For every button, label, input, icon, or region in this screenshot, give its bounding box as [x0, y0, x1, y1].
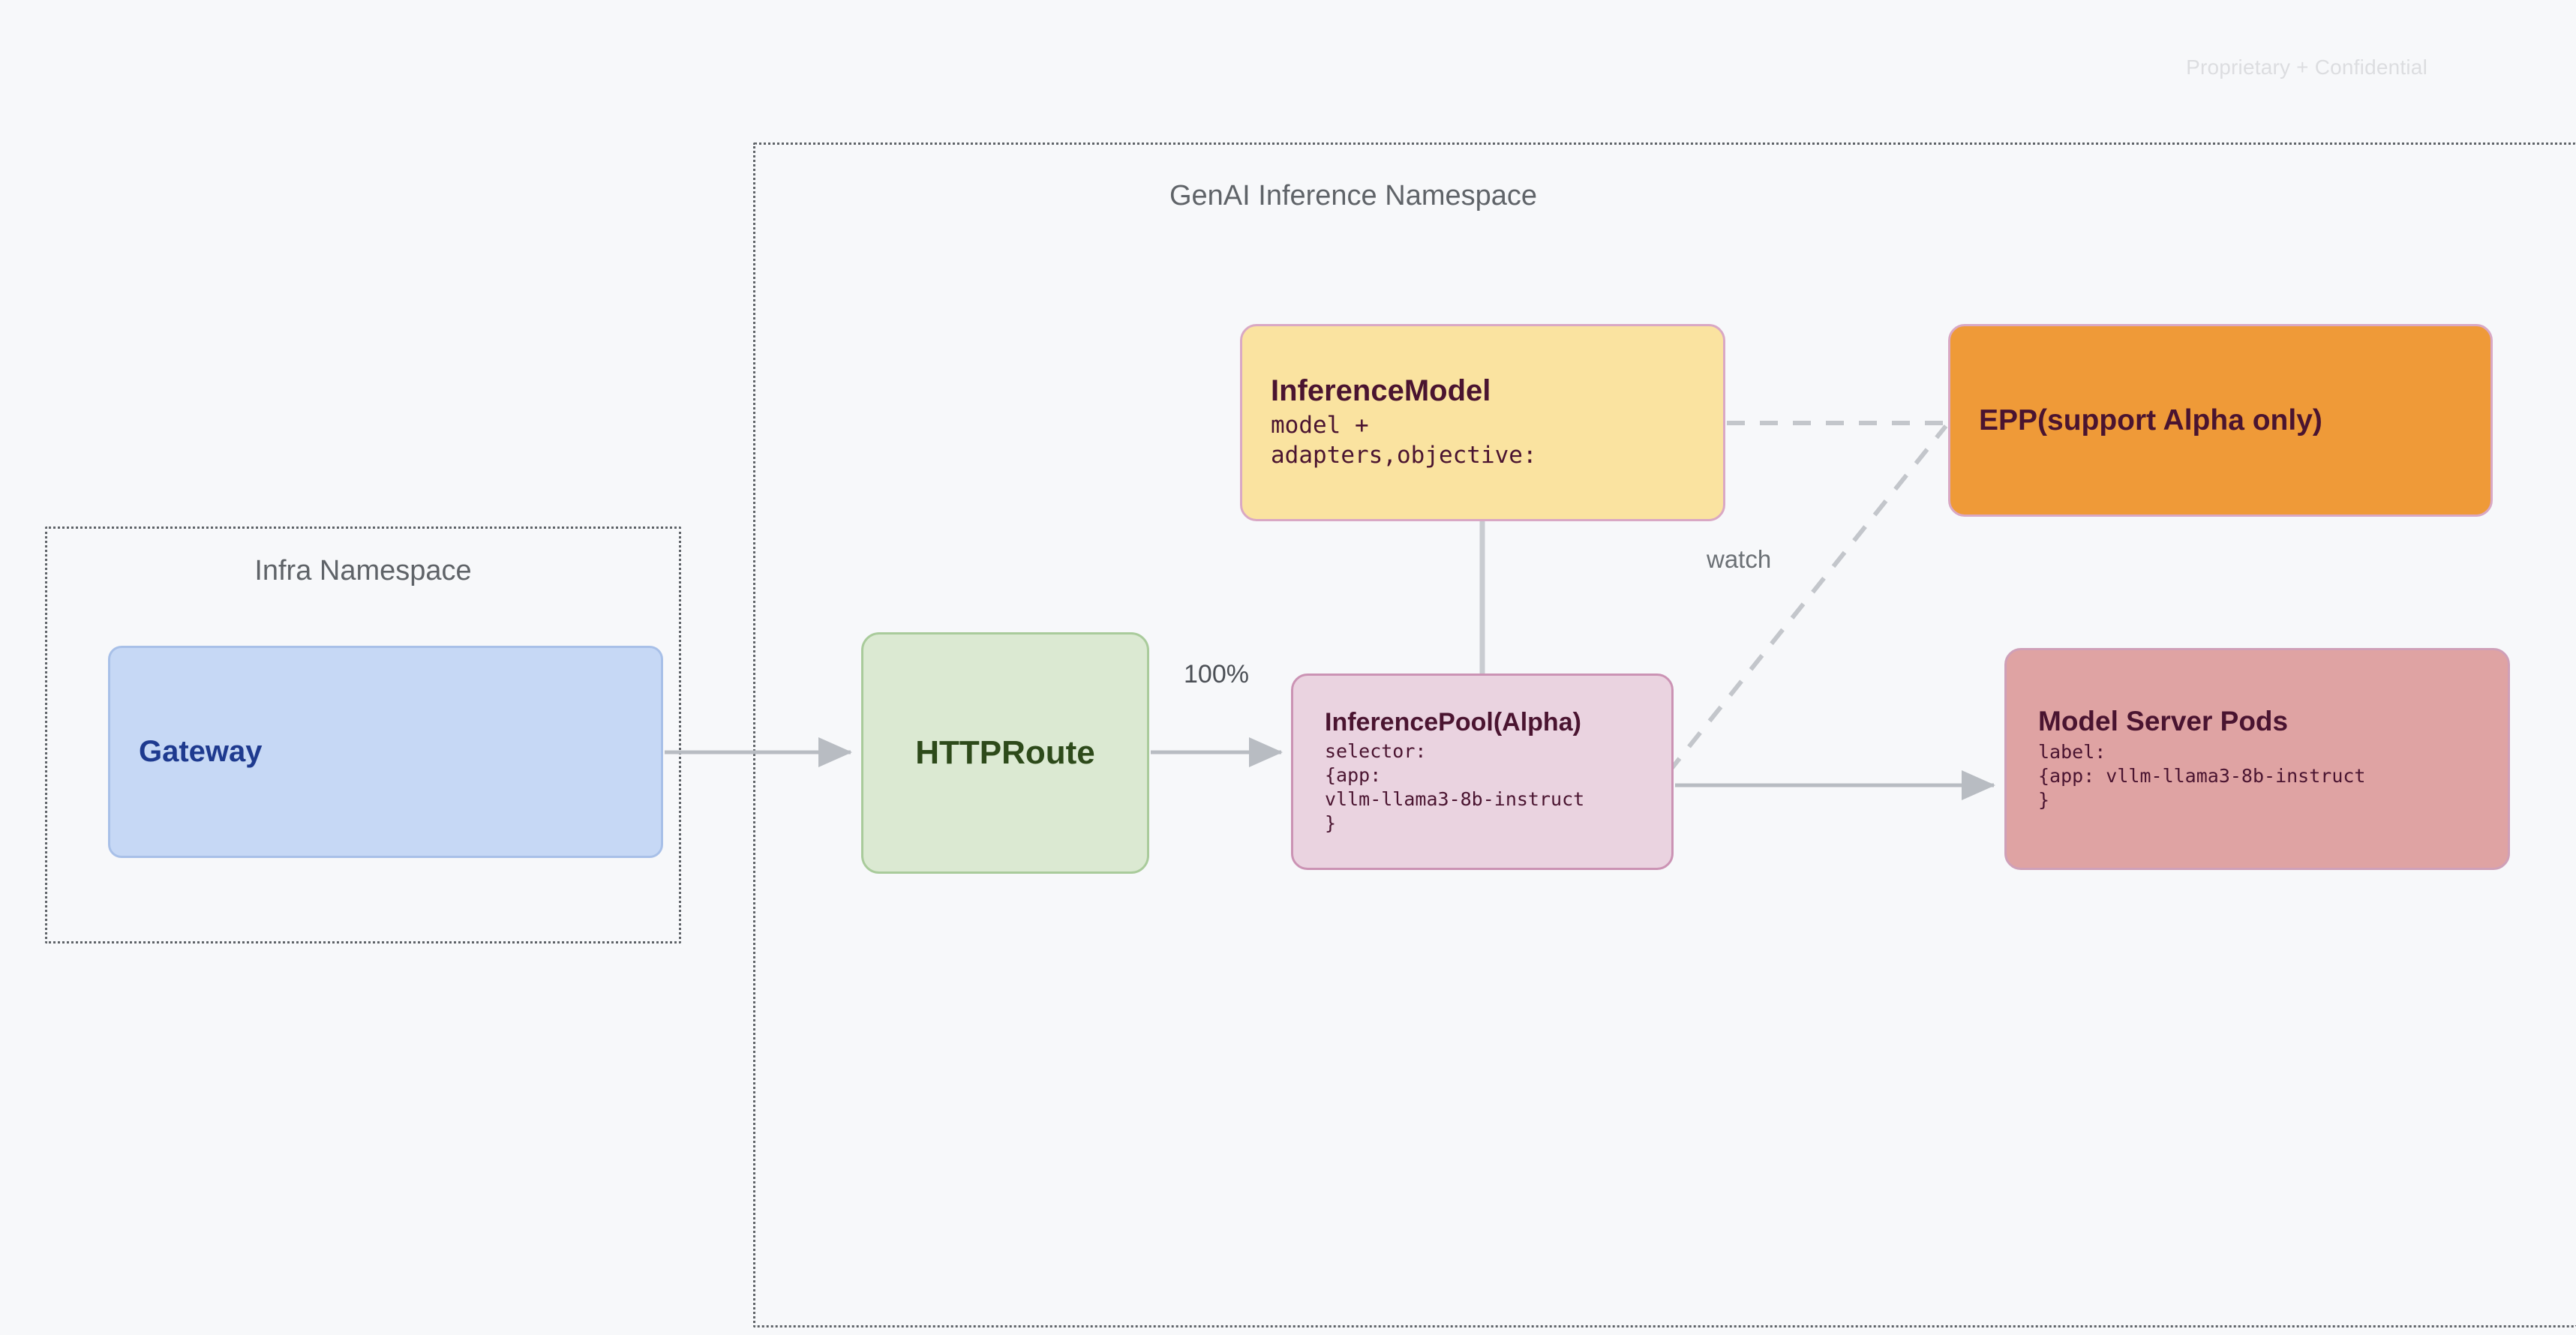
node-inferencemodel[interactable]: InferenceModel model + adapters,objectiv…: [1240, 324, 1725, 521]
genai-inference-namespace-title: GenAI Inference Namespace: [1169, 180, 1538, 212]
node-inferencemodel-body: model + adapters,objective:: [1271, 412, 1537, 469]
node-inferencepool[interactable]: InferencePool(Alpha) selector: {app: vll…: [1291, 674, 1674, 870]
node-inferencepool-title: InferencePool(Alpha): [1325, 708, 1581, 737]
node-model-server-pods-title: Model Server Pods: [2038, 706, 2289, 737]
node-model-server-pods-body: label: {app: vllm-llama3-8b-instruct }: [2038, 740, 2366, 811]
infra-namespace-container: [45, 526, 681, 944]
node-inferencepool-body: selector: {app: vllm-llama3-8b-instruct …: [1325, 740, 1585, 834]
infra-namespace-title: Infra Namespace: [254, 555, 472, 586]
node-gateway-title: Gateway: [139, 735, 263, 769]
edge-label-watch: watch: [1707, 545, 1772, 573]
edge-label-traffic-split: 100%: [1184, 660, 1249, 688]
node-model-server-pods[interactable]: Model Server Pods label: {app: vllm-llam…: [2004, 648, 2510, 870]
genai-inference-namespace-container: [753, 142, 2576, 1328]
confidential-watermark: Proprietary + Confidential: [2186, 56, 2427, 79]
node-httproute[interactable]: HTTPRoute: [861, 632, 1149, 874]
node-gateway[interactable]: Gateway: [108, 646, 663, 858]
node-httproute-title: HTTPRoute: [915, 734, 1095, 772]
node-epp-title: EPP(support Alpha only): [1979, 404, 2322, 436]
node-epp[interactable]: EPP(support Alpha only): [1948, 324, 2493, 517]
node-inferencemodel-title: InferenceModel: [1271, 374, 1491, 408]
